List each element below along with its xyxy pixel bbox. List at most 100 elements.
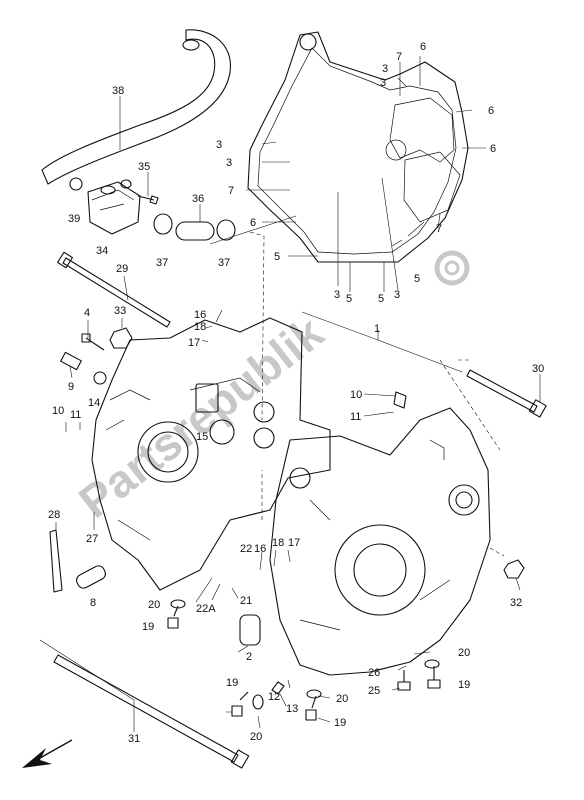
watermark-text: Partsrepublik	[69, 306, 333, 528]
crankcase-cover-gasket	[247, 31, 469, 263]
callout-36: 36	[192, 193, 204, 205]
dowel-pin-8	[76, 565, 106, 589]
callout-3-d: 3	[380, 77, 386, 89]
bolt-25	[397, 670, 411, 691]
bolt-19-bottom	[231, 691, 249, 717]
callout-11-left: 11	[70, 409, 81, 421]
callout-9: 9	[68, 381, 74, 393]
callout-16-upper: 16	[194, 309, 206, 321]
washer-20-a	[170, 599, 186, 609]
callout-17-upper: 17	[188, 337, 200, 349]
callout-22A: 22A	[196, 603, 216, 615]
callout-10-right: 10	[350, 389, 362, 401]
callout-6-b: 6	[488, 105, 494, 117]
crankcase-left-half	[91, 317, 331, 591]
part-callouts: 38 35 39 34 36 37 37 29 33 4 9 14 10 11 …	[48, 41, 544, 745]
bolt-19-right	[427, 666, 441, 689]
callout-25: 25	[368, 685, 380, 697]
callout-5-a: 5	[274, 251, 280, 263]
callout-15: 15	[196, 431, 208, 443]
callout-7-a: 7	[228, 185, 234, 197]
callout-18-upper: 18	[194, 321, 206, 333]
breather-box	[87, 179, 141, 235]
callout-33: 33	[114, 305, 126, 317]
callout-13: 13	[286, 703, 298, 715]
callout-31: 31	[128, 733, 140, 745]
bracket-28	[49, 529, 63, 593]
washer-20-c	[306, 689, 322, 699]
callout-20-center: 20	[336, 693, 348, 705]
callout-21: 21	[240, 595, 252, 607]
callout-28: 28	[48, 509, 60, 521]
washer-20-d	[252, 694, 264, 710]
jet-12	[271, 681, 285, 695]
callout-39: 39	[68, 213, 80, 225]
callout-19-right: 19	[458, 679, 470, 691]
callout-14: 14	[88, 397, 100, 409]
bolt-4	[81, 333, 105, 351]
callout-2: 2	[246, 651, 252, 663]
clip-39	[69, 177, 83, 191]
crankcase-bolt-31	[53, 654, 250, 769]
callout-6-c: 6	[490, 143, 496, 155]
callout-34: 34	[96, 245, 108, 257]
callout-5-d: 5	[414, 273, 420, 285]
callout-20-right: 20	[458, 647, 470, 659]
front-direction-arrow-icon	[22, 739, 73, 768]
callout-7-c: 7	[436, 223, 442, 235]
crankcase-bolt-29	[57, 251, 171, 328]
breather-hose	[41, 29, 231, 185]
callout-17-lower: 17	[288, 537, 300, 549]
callout-35: 35	[138, 161, 150, 173]
callout-8: 8	[90, 597, 96, 609]
callout-5-b: 5	[346, 293, 352, 305]
callout-19-bottom-left: 19	[226, 677, 238, 689]
callout-38: 38	[112, 85, 124, 97]
callout-20-bottom: 20	[250, 731, 262, 743]
callout-19-left: 19	[142, 621, 154, 633]
callout-29: 29	[116, 263, 128, 275]
callout-30: 30	[532, 363, 544, 375]
hose-clamps	[153, 213, 236, 241]
callout-37-right: 37	[218, 257, 230, 269]
callout-22: 22	[240, 543, 252, 555]
callout-4: 4	[84, 307, 90, 319]
callout-26: 26	[368, 667, 380, 679]
watermark-gear-icon	[434, 250, 470, 286]
callout-3-b: 3	[226, 157, 232, 169]
crankcase-bolt-30	[466, 369, 547, 418]
callout-3-a: 3	[216, 139, 222, 151]
dowel-pin-2	[239, 614, 261, 646]
callout-5-c: 5	[378, 293, 384, 305]
bolt-19-lower	[167, 605, 179, 629]
callout-19-center: 19	[334, 717, 346, 729]
callout-18-lower: 18	[272, 537, 284, 549]
bolt-35	[137, 195, 159, 205]
callout-20-left: 20	[148, 599, 160, 611]
assembly-guide-lines	[249, 231, 505, 557]
callout-6-a: 6	[420, 41, 426, 53]
bolt-19-center	[305, 695, 317, 721]
callout-16-lower: 16	[254, 543, 266, 555]
washer-20-b	[424, 659, 440, 669]
washer-14	[93, 371, 107, 385]
callout-11-right: 11	[350, 411, 361, 423]
plug-10-right	[393, 391, 407, 409]
nut-33	[109, 327, 133, 349]
callout-1: 1	[374, 323, 380, 335]
callout-3-e: 3	[334, 289, 340, 301]
callout-32: 32	[510, 597, 522, 609]
callout-10-left: 10	[52, 405, 64, 417]
plug-9	[60, 351, 82, 371]
callout-3-c: 3	[382, 63, 388, 75]
crankcase-right-half	[269, 407, 491, 676]
callout-3-f: 3	[394, 289, 400, 301]
nut-32	[503, 559, 525, 579]
callout-6-d: 6	[250, 217, 256, 229]
callout-7-b: 7	[396, 51, 402, 63]
callout-leader-lines	[39, 56, 541, 732]
callout-12: 12	[268, 691, 280, 703]
callout-27: 27	[86, 533, 98, 545]
callout-37-left: 37	[156, 257, 168, 269]
